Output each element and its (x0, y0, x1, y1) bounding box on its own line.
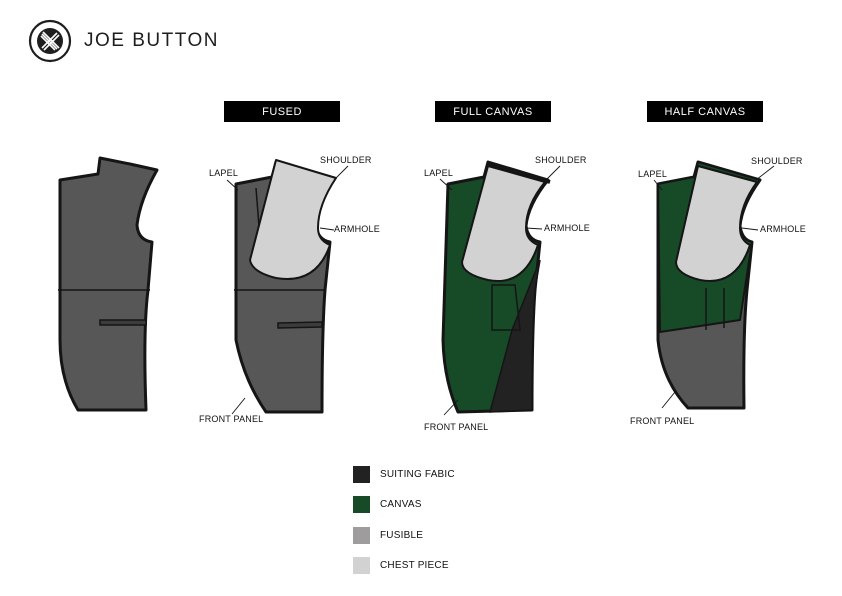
half-canvas-armhole-label: ARMHOLE (760, 224, 806, 234)
brand: JOE BUTTON (28, 19, 219, 63)
legend-swatch (353, 496, 370, 514)
legend-swatch (353, 557, 370, 575)
full-canvas-jacket (441, 160, 551, 414)
legend-item: CANVAS (353, 490, 455, 521)
header-full-canvas: FULL CANVAS (435, 101, 551, 122)
legend-swatch (353, 526, 370, 544)
legend-swatch (353, 465, 370, 483)
legend-label: SUITING FABIC (380, 468, 455, 480)
crossed-stripes-badge-icon (28, 19, 72, 63)
full-canvas-front-panel-label: FRONT PANEL (424, 422, 489, 432)
fused-armhole-label: ARMHOLE (334, 224, 380, 234)
full-canvas-armhole-label: ARMHOLE (544, 223, 590, 233)
half-canvas-front-panel-label: FRONT PANEL (630, 416, 695, 426)
full-canvas-shoulder-label: SHOULDER (535, 155, 587, 165)
full-canvas-lapel-label: LAPEL (424, 168, 454, 178)
plain-jacket-front (58, 156, 159, 412)
fused-lapel-label: LAPEL (209, 168, 239, 178)
legend-label: CANVAS (380, 499, 422, 511)
half-canvas-jacket (656, 160, 762, 410)
half-canvas-lapel-label: LAPEL (638, 169, 668, 179)
header-half-canvas: HALF CANVAS (647, 101, 763, 122)
brand-name: JOE BUTTON (84, 30, 219, 51)
fused-front-panel-label: FRONT PANEL (199, 414, 264, 424)
fused-jacket (234, 159, 337, 414)
legend-label: CHEST PIECE (380, 560, 449, 572)
fused-shoulder-label: SHOULDER (320, 155, 372, 165)
header-fused: FUSED (224, 101, 340, 122)
legend-item: CHEST PIECE (353, 551, 455, 582)
legend: SUITING FABIC CANVAS FUSIBLE CHEST PIECE (353, 459, 455, 581)
callout-lines (226, 165, 775, 416)
half-canvas-shoulder-label: SHOULDER (751, 156, 803, 166)
legend-item: SUITING FABIC (353, 459, 455, 490)
legend-item: FUSIBLE (353, 520, 455, 551)
legend-label: FUSIBLE (380, 529, 424, 541)
